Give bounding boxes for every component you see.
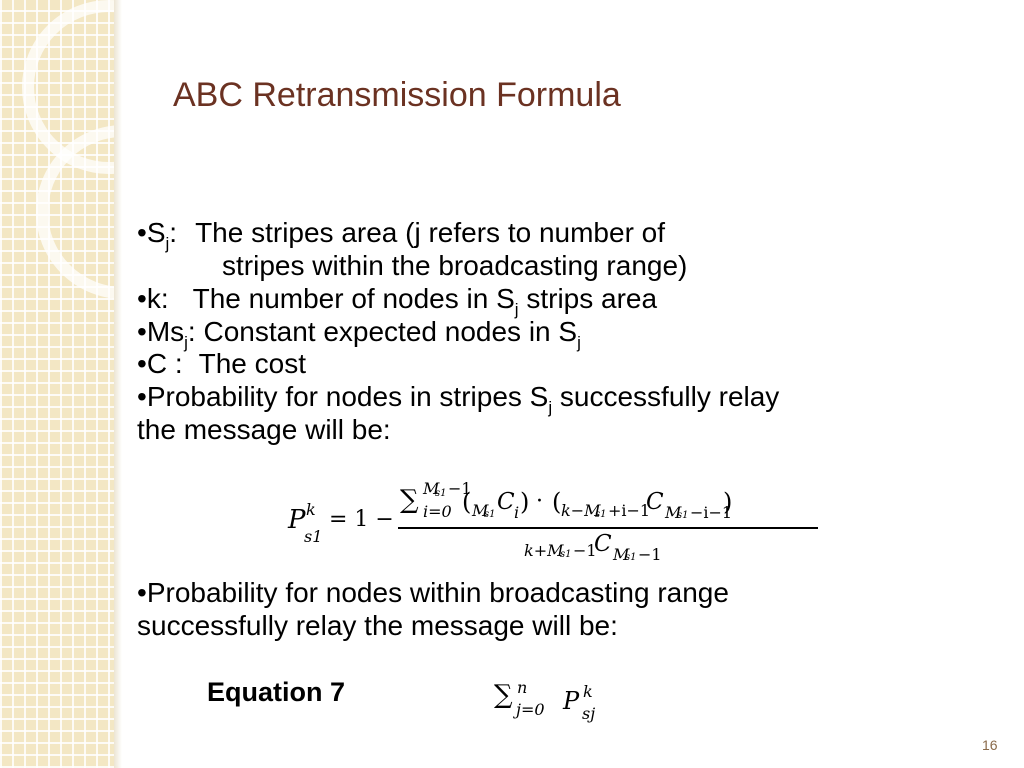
formula-term1-pre: M — [472, 501, 489, 520]
formula2-sub: sj — [582, 704, 596, 723]
symbol: S — [146, 217, 166, 248]
formula-den-pre-sub: s1 — [560, 549, 572, 560]
bullet-text: The cost — [198, 348, 306, 379]
formula-den-c-sub-tail: −1 — [638, 545, 662, 564]
bullet-k: •k: The number of nodes in Sj strips area — [137, 282, 658, 318]
formula-lhs-sup: k — [306, 500, 316, 519]
formula-term2-c-sub-sub: s1 — [677, 510, 689, 521]
bullet-text: The stripes area (j refers to number of — [195, 217, 666, 248]
formula-sum-symbol: ∑ — [400, 485, 419, 515]
formula2-sup: k — [583, 682, 593, 701]
subscript: j — [514, 300, 519, 319]
formula-term2-pre-tail: +i−1 — [608, 501, 651, 520]
formula-term1-c-sub: i — [514, 503, 520, 522]
bullet-text-tail: successfully relay — [552, 381, 780, 412]
formula-term2-c-sub-tail: −i−1 — [690, 503, 733, 522]
formula-paren-close: ) — [520, 488, 530, 516]
formula2-sum-symbol: ∑ — [494, 680, 513, 710]
equation-label: Equation 7 — [207, 677, 346, 707]
bullet-probability-stripes-line2: the message will be: — [137, 414, 391, 445]
bullet-text: : Constant expected nodes in S — [187, 316, 578, 347]
bullet-sj-continuation: stripes within the broadcasting range) — [222, 250, 688, 281]
bullet-probability-range: •Probability for nodes within broadcasti… — [137, 576, 729, 609]
bullet-text: The number of nodes in S — [192, 283, 515, 314]
subscript: j — [548, 398, 553, 417]
bullet-marker: • — [137, 577, 147, 608]
formula-paren-open: ( — [462, 488, 472, 516]
bullet-msj: •Msj: Constant expected nodes in Sj — [137, 315, 581, 351]
formula-lhs-p: P — [288, 505, 306, 535]
band-shadow — [114, 0, 122, 768]
formula-lhs-sub: s1 — [304, 527, 323, 546]
formula-term1-c: C — [497, 489, 515, 515]
formula2-upper: n — [517, 678, 528, 697]
bullet-marker: • — [137, 381, 147, 412]
formula-den-c: C — [594, 531, 612, 557]
formula-den-c-sub: M — [613, 545, 630, 564]
bullet-marker: • — [137, 316, 147, 347]
formula-term2-c: C — [646, 489, 664, 515]
formula-sum-upper: M — [423, 479, 440, 498]
formula-term1-pre-sub: s1 — [484, 509, 496, 520]
bullet-text-tail: strips area — [518, 283, 658, 314]
formula2-lower: j=0 — [516, 700, 545, 719]
subscript: j — [165, 234, 170, 253]
symbol: k: — [146, 283, 169, 314]
page-number: 16 — [982, 737, 998, 753]
subscript: j — [577, 333, 581, 352]
bullet-text: Probability for nodes within broadcastin… — [146, 577, 729, 608]
symbol: C : — [146, 348, 183, 379]
bullet-marker: • — [137, 217, 147, 248]
formula-term2-pre: k−M — [561, 501, 601, 520]
bullet-probability-range-line2: successfully relay the message will be: — [137, 610, 618, 641]
formula-sum-lower: i=0 — [423, 502, 452, 521]
decorative-grid-band — [0, 0, 114, 768]
formula-sum-upper-sub: s1 — [435, 488, 447, 499]
formula-term2-c-sub: M — [665, 503, 682, 522]
bullet-probability-stripes: •Probability for nodes in stripes Sj suc… — [137, 380, 780, 416]
formula-den-pre: k+M — [524, 541, 564, 560]
formula-den-c-sub-sub: s1 — [625, 552, 637, 563]
formula-paren-open: ( — [552, 488, 562, 516]
bullet-marker: • — [137, 348, 147, 379]
symbol: Ms — [146, 316, 185, 347]
bullet-marker: • — [137, 283, 147, 314]
decorative-ring — [36, 125, 114, 299]
formula2-p: P — [563, 687, 580, 715]
slide-title: ABC Retransmission Formula — [173, 76, 621, 114]
formula-equals-one-minus: = 1 − — [329, 507, 394, 532]
formula-den-pre-tail: −1 — [573, 541, 597, 560]
subscript: j — [184, 333, 188, 352]
separator: : — [169, 217, 178, 248]
bullet-text: Probability for nodes in stripes S — [146, 381, 549, 412]
formula-dot: · — [536, 489, 543, 514]
bullet-cost: •C : The cost — [137, 347, 306, 380]
formula-paren-close: ) — [723, 488, 733, 516]
formula-term2-pre-sub: s1 — [595, 509, 607, 520]
formula-fraction-line — [398, 527, 818, 529]
formula-sum-upper-tail: −1 — [448, 479, 472, 498]
bullet-sj: •Sj: The stripes area (j refers to number… — [137, 216, 666, 252]
